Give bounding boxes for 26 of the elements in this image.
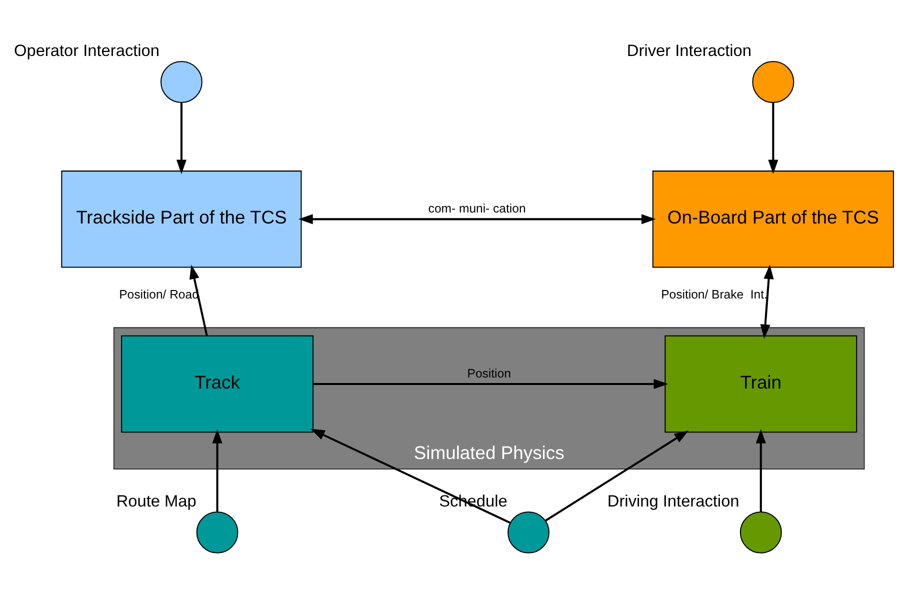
node-circle bbox=[740, 511, 782, 554]
edge-label: Position bbox=[467, 366, 511, 380]
node-label: Driver Interaction bbox=[626, 42, 752, 60]
arrow bbox=[310, 428, 511, 524]
node-label: Driving Interaction bbox=[607, 492, 740, 511]
arrow bbox=[756, 429, 766, 512]
arrow bbox=[313, 378, 668, 390]
edge-label: Position/ Brake Int. bbox=[661, 288, 768, 302]
node-circle bbox=[196, 511, 238, 554]
arrow bbox=[768, 102, 778, 174]
edge-label: com- muni- cation bbox=[428, 202, 526, 216]
node-label: Route Map bbox=[116, 492, 196, 511]
arrow bbox=[189, 264, 208, 336]
arrow bbox=[212, 429, 222, 512]
arrow bbox=[544, 430, 689, 522]
node-box: Track bbox=[121, 335, 314, 433]
node-box: Train bbox=[664, 335, 858, 433]
node-circle bbox=[752, 61, 794, 103]
node-label: Operator Interaction bbox=[14, 42, 160, 60]
node-box: Trackside Part of the TCS bbox=[61, 170, 302, 268]
node-circle bbox=[160, 61, 202, 103]
node-box: On-Board Part of the TCS bbox=[652, 170, 894, 268]
arrow bbox=[760, 264, 774, 339]
node-circle bbox=[508, 511, 550, 554]
arrow bbox=[298, 214, 656, 224]
arrow bbox=[176, 102, 186, 174]
